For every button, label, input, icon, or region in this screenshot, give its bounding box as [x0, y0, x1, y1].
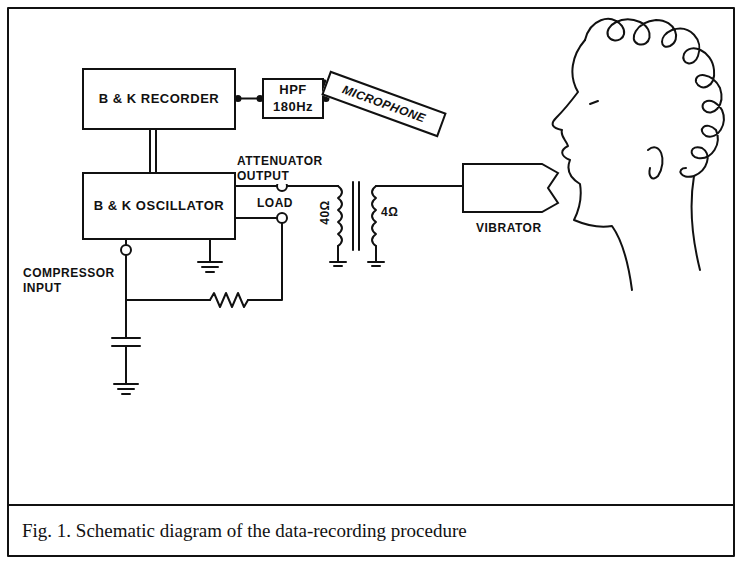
- wire: [375, 246, 377, 262]
- transformer-core: [358, 182, 360, 250]
- filter-box: HPF 180Hz: [262, 78, 324, 119]
- eye: [590, 101, 598, 104]
- terminal: [277, 213, 287, 223]
- terminal-label: LOAD: [256, 196, 294, 211]
- figure-frame: [8, 8, 734, 556]
- hair-curls: [585, 19, 724, 177]
- wire: [125, 346, 127, 384]
- ground-symbol: [334, 265, 342, 267]
- capacitor-symbol: [112, 337, 140, 339]
- signal-wire: [236, 96, 263, 101]
- wire: [287, 185, 338, 187]
- ground-symbol: [122, 393, 130, 395]
- microphone-box: MICROPHONE: [321, 71, 446, 138]
- ground-symbol: [209, 240, 211, 262]
- transformer-core: [352, 182, 354, 250]
- node-text: VIBRATOR: [476, 221, 562, 236]
- ground-symbol: [206, 271, 214, 273]
- ear: [648, 147, 663, 178]
- node-text: B & K OSCILLATOR: [94, 198, 224, 214]
- head-profile: [553, 40, 632, 290]
- recorder-box: B & K RECORDER: [82, 68, 236, 130]
- impedance-label: 40Ω: [318, 199, 333, 225]
- transformer-primary: [338, 186, 342, 246]
- ground-symbol: [198, 261, 222, 263]
- vibrator: VIBRATOR: [462, 163, 562, 236]
- ground-symbol: [330, 261, 346, 263]
- vibrator-shape: [462, 163, 562, 213]
- wire: [236, 217, 277, 219]
- ground-symbol: [368, 261, 384, 263]
- ground-symbol: [118, 388, 134, 390]
- terminal: [121, 245, 131, 255]
- ground-symbol: [202, 266, 218, 268]
- terminal-label: COMPRESSOR INPUT: [22, 266, 120, 296]
- impedance-label: 4Ω: [380, 205, 399, 220]
- wire: [125, 255, 127, 338]
- frame-divider: [8, 504, 734, 506]
- oscillator-box: B & K OSCILLATOR: [82, 172, 236, 240]
- neck: [692, 176, 700, 270]
- resistor-symbol: [210, 293, 248, 307]
- terminal-label: ATTENUATOR OUTPUT: [236, 154, 330, 184]
- wire: [376, 185, 462, 187]
- wire: [126, 299, 210, 301]
- transformer-secondary: [372, 186, 376, 246]
- figure-caption: Fig. 1. Schematic diagram of the data-re…: [22, 520, 467, 542]
- node-text: MICROPHONE: [340, 82, 428, 126]
- wire: [337, 246, 339, 262]
- node-text: B & K RECORDER: [99, 91, 219, 107]
- wire: [236, 185, 277, 187]
- ground-symbol: [114, 383, 138, 385]
- signal-wire: [150, 130, 156, 172]
- node-text: HPF 180Hz: [269, 82, 317, 115]
- wire: [248, 223, 282, 300]
- ground-symbol: [372, 265, 380, 267]
